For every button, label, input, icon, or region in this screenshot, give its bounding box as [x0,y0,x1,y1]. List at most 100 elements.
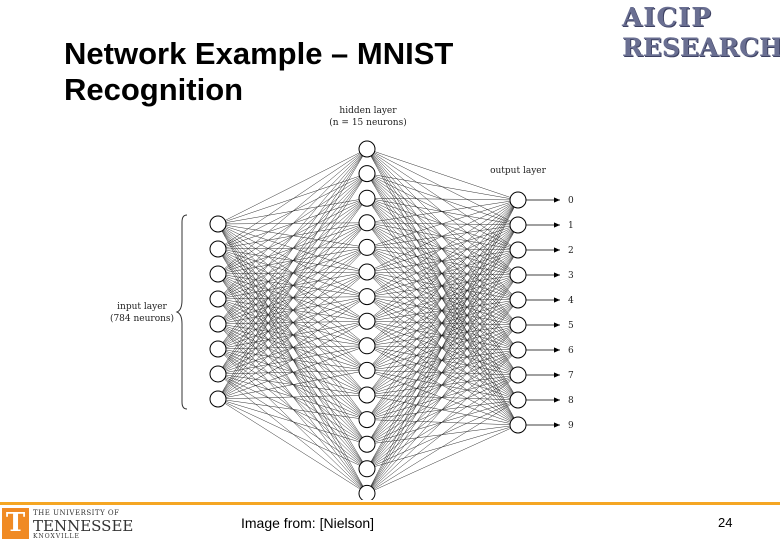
output-digit-label: 6 [568,346,574,356]
hidden-neuron [358,361,376,379]
input-hidden-connection [217,370,368,400]
input-hidden-connection [217,321,368,400]
input-hidden-connection [217,148,368,350]
output-neuron [509,416,527,434]
hidden-output-connection [366,199,519,322]
output-neuron [509,316,527,334]
slide-title: Network Example – MNIST Recognition [64,36,453,108]
output-digit-label: 0 [568,196,574,206]
hidden-neuron [358,460,376,478]
slide-title-line1: Network Example – MNIST [64,36,454,71]
input-hidden-connection [217,247,368,400]
output-neuron [509,341,527,359]
hidden-output-connection [366,148,519,201]
input-hidden-connection [217,398,368,420]
logo-line1: AICIP [622,3,712,33]
input-hidden-connection [217,198,368,400]
output-layer-label: output layer [490,166,547,176]
connection-lines [217,148,519,494]
hidden-output-connection [366,197,519,201]
hidden-output-connection [366,249,519,494]
university-logo: T THE UNIVERSITY OF TENNESSEE KNOXVILLE [0,505,134,540]
input-hidden-connection [217,398,368,494]
hidden-neuron [358,189,376,207]
output-digit-label: 9 [568,421,574,431]
slide-title-line2: Recognition [64,72,244,107]
output-neuron [509,391,527,409]
input-hidden-connection [217,398,368,445]
input-hidden-connection [217,148,368,325]
hidden-output-connection [366,424,519,494]
input-hidden-connection [217,398,368,470]
hidden-output-connection [366,199,519,494]
input-hidden-connection [217,148,368,400]
hidden-output-connection [366,349,519,494]
output-neuron [509,266,527,284]
input-neuron [209,265,227,283]
hidden-neuron [358,238,376,256]
input-hidden-connection [217,296,368,400]
input-hidden-connection [217,345,368,400]
arrowhead-icon [554,322,560,328]
hidden-output-connection [366,199,519,371]
logo-line2: RESEARCH [622,33,780,62]
hidden-neuron [358,435,376,453]
hidden-neuron [358,263,376,281]
input-hidden-connection [217,148,368,225]
input-neuron [209,290,227,308]
input-hidden-connection [217,148,368,375]
arrowhead-icon [554,247,560,253]
hidden-output-connection [366,199,519,346]
hidden-output-connection [366,199,519,420]
input-hidden-connection [217,394,368,400]
arrowhead-icon [554,347,560,353]
hidden-output-connection [366,199,519,445]
arrowhead-icon [554,222,560,228]
hidden-output-connection [366,199,519,273]
hidden-layer-label: hidden layer [339,106,397,116]
output-neuron [509,191,527,209]
input-layer-brace [175,214,188,410]
footer-rule [0,502,780,505]
input-neuron [209,240,227,258]
page-number: 24 [718,515,733,530]
output-digit-label: 8 [568,396,574,406]
input-neuron [209,365,227,383]
hidden-output-connection [366,274,519,494]
hidden-output-connection [366,199,519,248]
hidden-neuron [358,165,376,183]
hidden-output-connection [366,199,519,224]
arrowhead-icon [554,297,560,303]
output-digit-label: 2 [568,246,574,256]
output-digit-label: 5 [568,321,574,331]
input-neuron [209,340,227,358]
input-neuron [209,390,227,408]
university-line1: THE UNIVERSITY OF [33,509,120,517]
hidden-neuron [358,214,376,232]
power-t-letter: T [5,508,26,538]
output-digit-label: 1 [568,221,574,231]
output-neuron [509,366,527,384]
input-hidden-connection [217,148,368,300]
power-t-icon: T [2,508,29,539]
output-neuron [509,216,527,234]
input-neuron [209,215,227,233]
input-hidden-connection [217,271,368,400]
hidden-output-connection [366,299,519,494]
input-layer-label: input layer [117,302,167,312]
input-hidden-connection [217,148,368,250]
hidden-output-connection [366,173,519,201]
hidden-output-connection [366,224,519,494]
output-neuron [509,241,527,259]
arrowhead-icon [554,372,560,378]
hidden-neuron [358,288,376,306]
university-line3: KNOXVILLE [33,533,80,540]
output-digit-label: 4 [568,296,574,306]
arrowhead-icon [554,197,560,203]
hidden-output-connection [366,199,519,297]
hidden-neuron [358,140,376,158]
input-layer-count: (784 neurons) [110,313,174,324]
hidden-output-connection [366,399,519,494]
